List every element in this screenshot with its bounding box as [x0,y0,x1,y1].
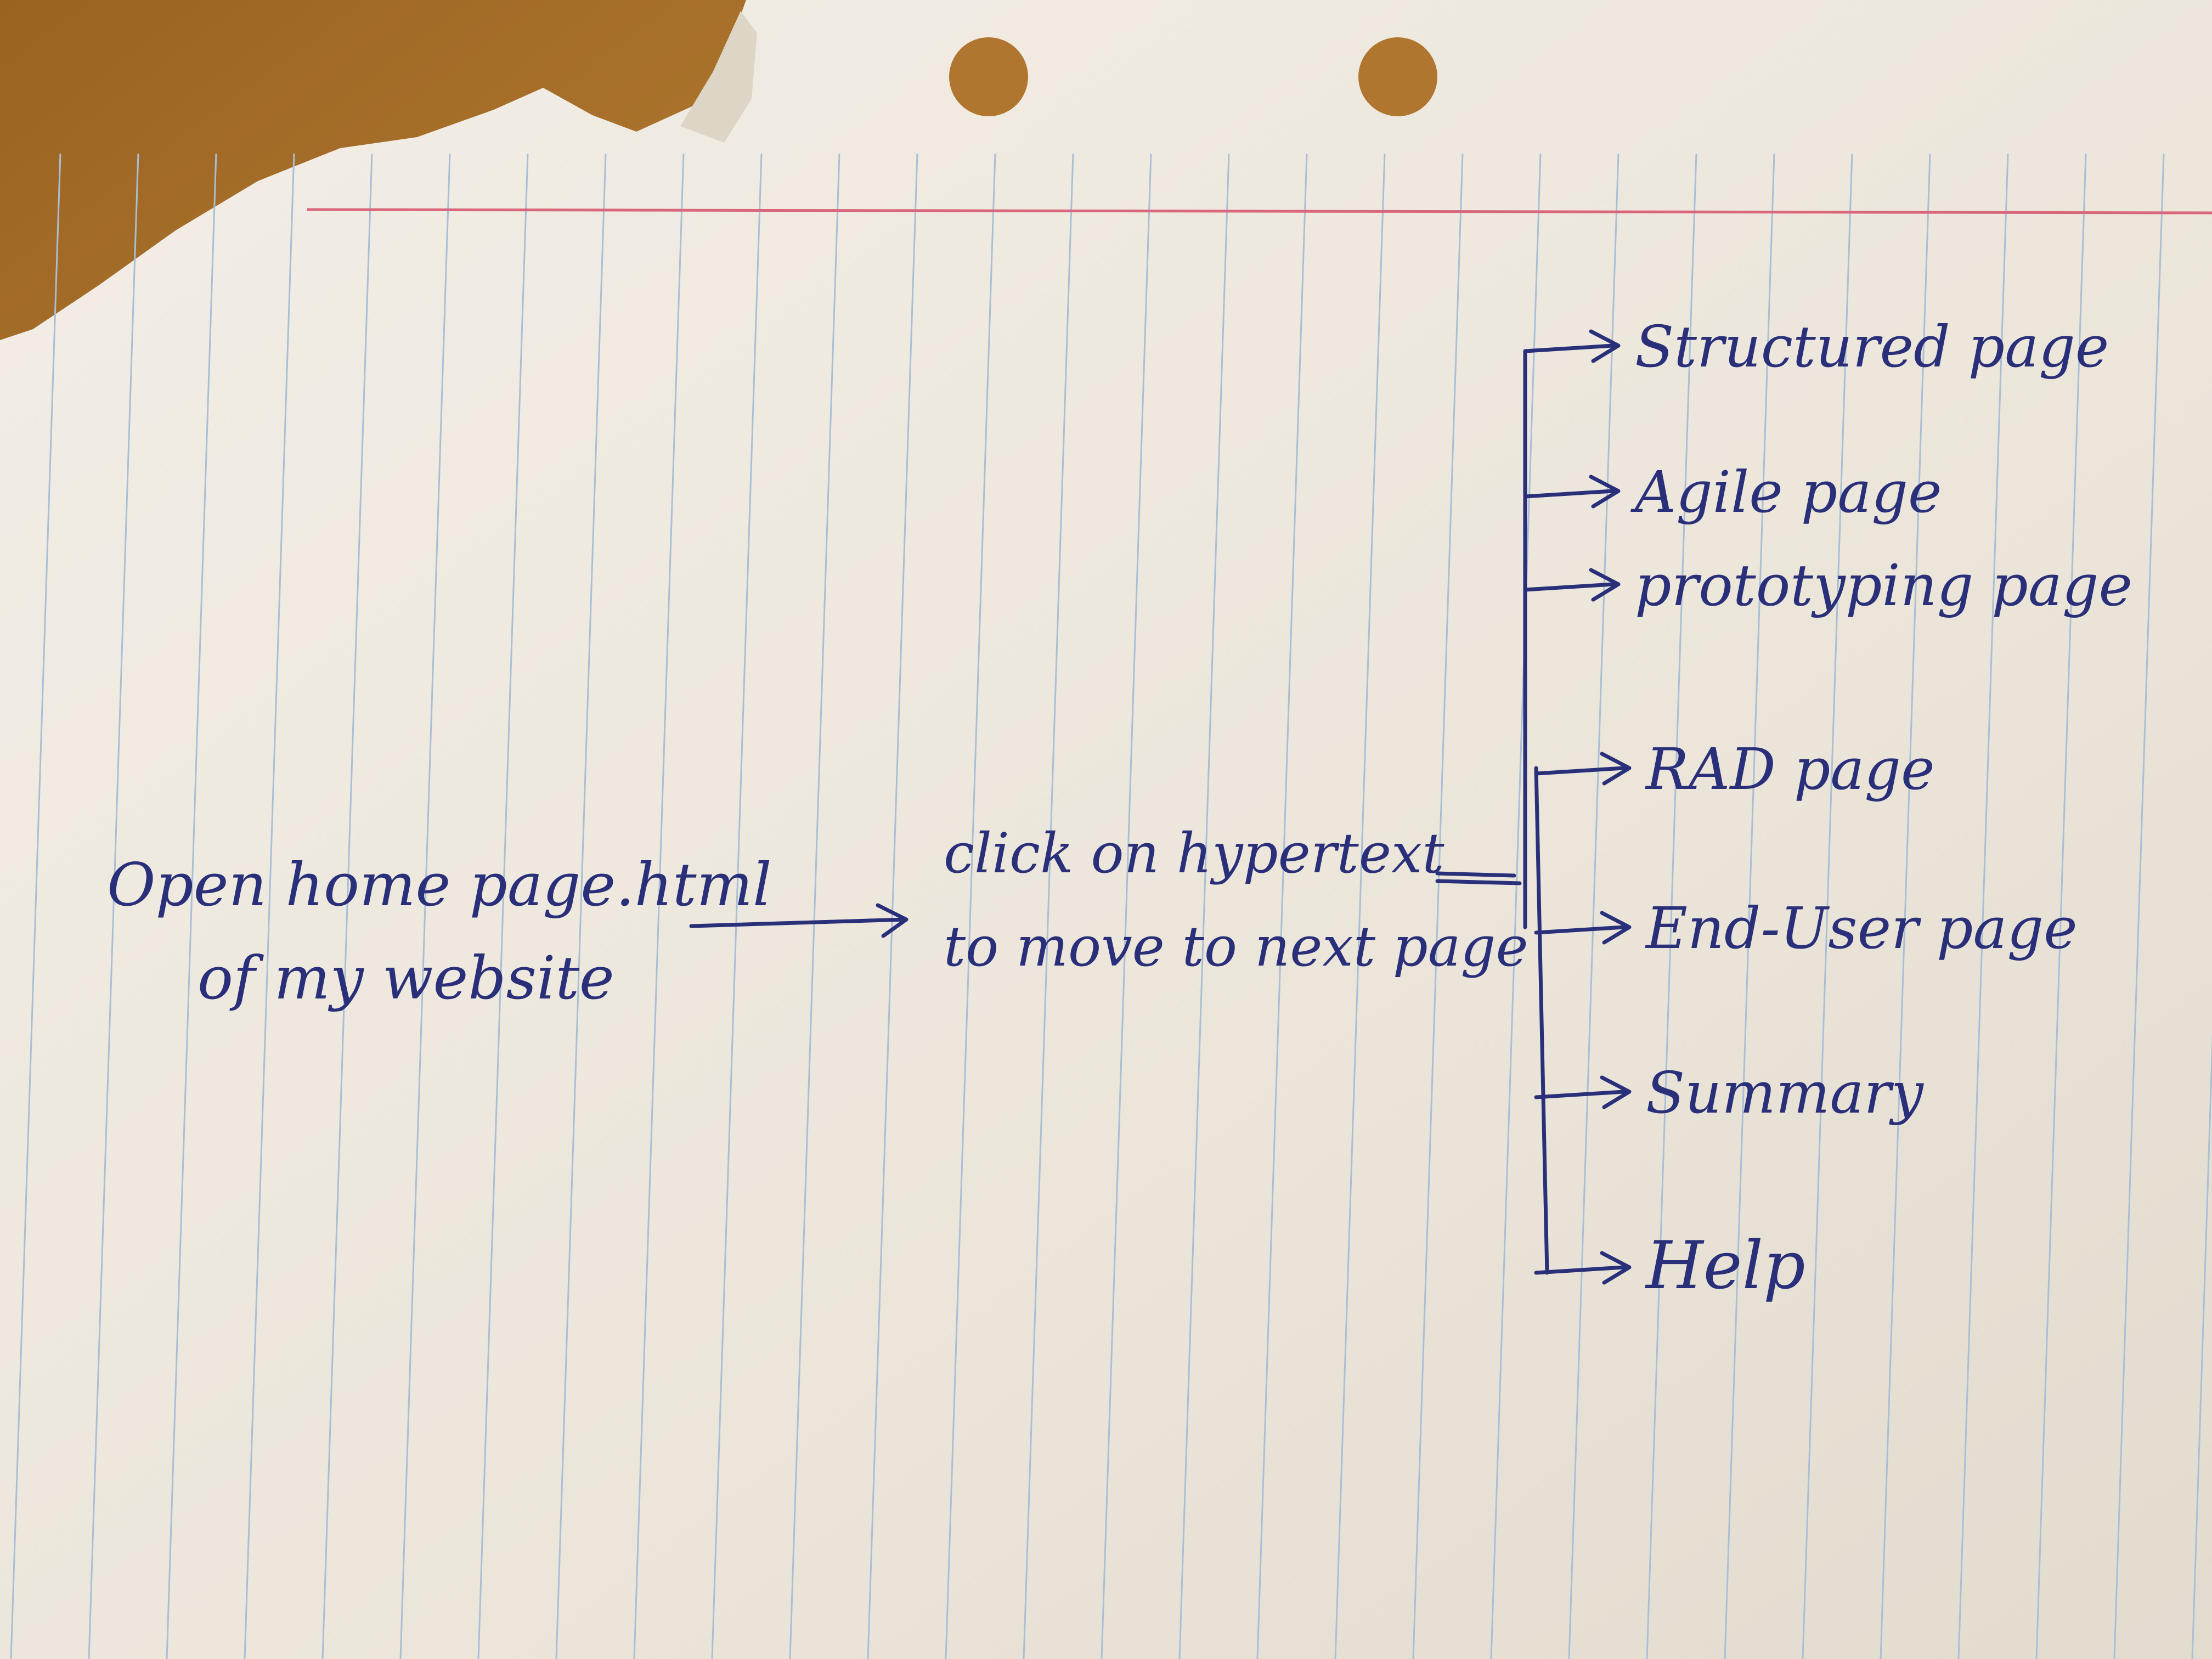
branch-label: Agile page [1630,459,1942,526]
ruled-line [1802,153,1853,1659]
ruled-line [1724,153,1775,1659]
branch-label: prototyping page [1635,552,2132,619]
middle-line-1: click on hypertext [944,821,1444,885]
ruled-line [1178,153,1230,1659]
ruled-line [10,153,61,1659]
ruled-line [2113,153,2165,1659]
ruled-line [1412,153,1464,1659]
branch-arrow [1534,1251,1632,1285]
ruled-line [1023,153,1074,1659]
ruled-line [244,153,295,1659]
branch-label: Structured page [1635,313,2109,380]
branch-label: End-User page [1645,895,2078,962]
branch-label: Summary [1646,1059,1924,1126]
ruled-lines [10,153,2212,1659]
ruled-line [477,153,529,1659]
ruled-line [88,153,139,1659]
branch-arrow [1534,1075,1632,1109]
ruled-line [2035,153,2087,1659]
branch-label: Help [1645,1228,1805,1304]
ruled-line [789,153,840,1659]
ruled-line [555,153,607,1659]
branch-arrow [1523,568,1621,602]
start-line-1: Open home page.html [107,851,772,919]
ruled-line [2191,1031,2212,1659]
ruled-line [166,153,217,1659]
ruled-line [1101,153,1152,1659]
ruled-line [711,153,763,1659]
ruled-line [1490,153,1542,1659]
ruled-line [1568,153,1620,1659]
branch-label: RAD page [1645,736,1935,803]
ruled-line [867,153,918,1659]
branch-trunk [1523,349,1549,1275]
arrow-start-to-middle [689,903,909,938]
start-line-2: of my website [198,944,614,1013]
flow-diagram [689,329,1632,1285]
branch-arrow [1534,911,1632,945]
ruled-line [945,153,996,1659]
branch-arrow [1523,475,1621,509]
ruled-line [1957,153,2009,1659]
ruled-line [1646,153,1697,1659]
branch-arrow [1534,752,1632,786]
middle-line-2: to move to next page [944,915,1528,979]
branch-arrow [1523,329,1621,363]
ruled-line [1334,153,1386,1659]
ruled-line [633,153,685,1659]
ruled-line [1880,153,1931,1659]
punch-hole-right [1358,37,1437,116]
ruled-line [1256,153,1308,1659]
connector-middle-to-trunk [1435,871,1522,885]
punch-hole-left [949,37,1028,116]
ruled-line [399,153,451,1659]
margin-line [307,208,2212,215]
ruled-line [321,153,373,1659]
torn-flap [680,11,757,143]
